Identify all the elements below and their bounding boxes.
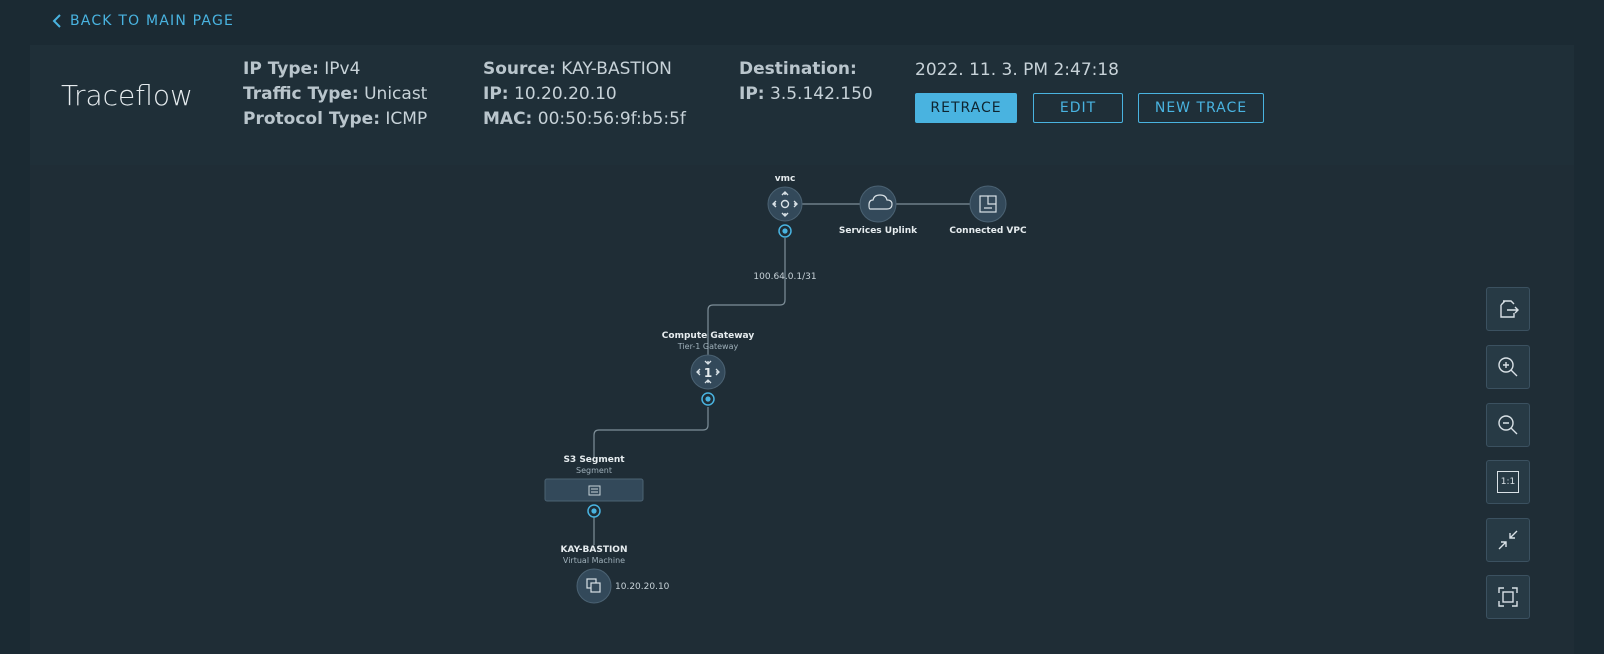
vpc-grid-icon [979,195,997,213]
topology-diagram: vmc Services Uplink Con [544,174,1027,604]
actual-size-icon: 1:1 [1497,471,1519,493]
zoom-out-button[interactable] [1486,403,1530,447]
router-arrows-icon [772,191,798,217]
traceflow-header: Traceflow IP Type: IPv4 Traffic Type: Un… [30,45,1574,165]
vm-node[interactable]: KAY-BASTION Virtual Machine 10.20.20.10 [561,545,670,604]
zoom-out-icon [1498,415,1518,435]
gateway-arrows-icon [696,360,720,384]
destination-ip-label: IP: [739,84,765,104]
page-title: Traceflow [61,79,193,112]
link-ip-label: 100.64.0.1/31 [753,272,816,282]
traffic-type-label: Traffic Type: [243,84,359,104]
segment-sub: Segment [576,466,612,475]
gateway-port-dot-icon [705,396,711,402]
connected-vpc-node[interactable]: Connected VPC [949,185,1027,236]
compute-gateway-label: Compute Gateway [662,331,755,341]
vm-windows-icon [586,578,601,593]
vmc-port-dot-icon [782,228,788,234]
compute-gateway-node[interactable]: Compute Gateway Tier-1 Gateway 1 [662,331,755,406]
compute-gateway-sub: Tier-1 Gateway [677,342,739,351]
protocol-type-label: Protocol Type: [243,109,380,129]
segment-box [544,478,644,502]
link-gateway-segment [593,407,709,458]
destination-info: Destination: IP: 3.5.142.150 [739,57,873,107]
fit-to-screen-icon [1498,587,1518,607]
traffic-type-value: Unicast [364,84,428,104]
gateway-router-icon [690,354,726,390]
router-icon [767,186,803,222]
actual-size-button[interactable]: 1:1 [1486,460,1530,504]
destination-ip-value: 3.5.142.150 [770,84,873,104]
vmc-node[interactable]: vmc [767,174,803,238]
topology-links [593,203,970,545]
back-label: BACK TO MAIN PAGE [70,13,235,29]
new-trace-button[interactable]: NEW TRACE [1138,93,1264,123]
topology-canvas[interactable]: vmc Services Uplink Con [30,165,1574,654]
vm-sub: Virtual Machine [563,556,625,565]
cloud-shape-icon [868,194,893,210]
zoom-in-button[interactable] [1486,345,1530,389]
vm-ip-label: 10.20.20.10 [615,582,670,592]
segment-port-dot-icon [591,508,597,514]
connected-vpc-label: Connected VPC [949,226,1027,236]
fit-to-screen-button[interactable] [1486,575,1530,619]
cloud-icon [859,185,897,223]
collapse-icon [1498,530,1518,550]
zoom-in-icon [1498,357,1518,377]
gateway-tier-badge: 1 [704,366,712,380]
trace-timestamp: 2022. 11. 3. PM 2:47:18 [915,60,1119,80]
segment-label: S3 Segment [563,455,625,465]
source-info: Source: KAY-BASTION IP: 10.20.20.10 MAC:… [483,57,686,132]
trace-type-info: IP Type: IPv4 Traffic Type: Unicast Prot… [243,57,427,132]
ip-type-label: IP Type: [243,59,319,79]
source-value: KAY-BASTION [561,59,672,79]
export-icon [1500,300,1519,318]
services-uplink-node[interactable]: Services Uplink [839,185,918,236]
edit-button[interactable]: EDIT [1033,93,1123,123]
vmc-label: vmc [775,174,796,184]
back-to-main-link[interactable]: BACK TO MAIN PAGE [52,13,234,29]
ip-type-value: IPv4 [324,59,361,79]
export-button[interactable] [1486,287,1530,331]
retrace-button[interactable]: RETRACE [915,93,1017,123]
segment-node[interactable]: S3 Segment Segment [544,455,644,518]
segment-switch-icon [588,485,601,496]
source-mac-label: MAC: [483,109,533,129]
protocol-type-value: ICMP [385,109,428,129]
source-label: Source: [483,59,556,79]
destination-label: Destination: [739,59,857,79]
services-uplink-label: Services Uplink [839,226,918,236]
link-vmc-gateway [707,238,786,357]
source-ip-label: IP: [483,84,509,104]
collapse-button[interactable] [1486,518,1530,562]
source-mac-value: 00:50:56:9f:b5:5f [537,109,686,129]
chevron-left-icon [52,14,61,28]
vm-label: KAY-BASTION [561,545,628,555]
source-ip-value: 10.20.20.10 [514,84,617,104]
